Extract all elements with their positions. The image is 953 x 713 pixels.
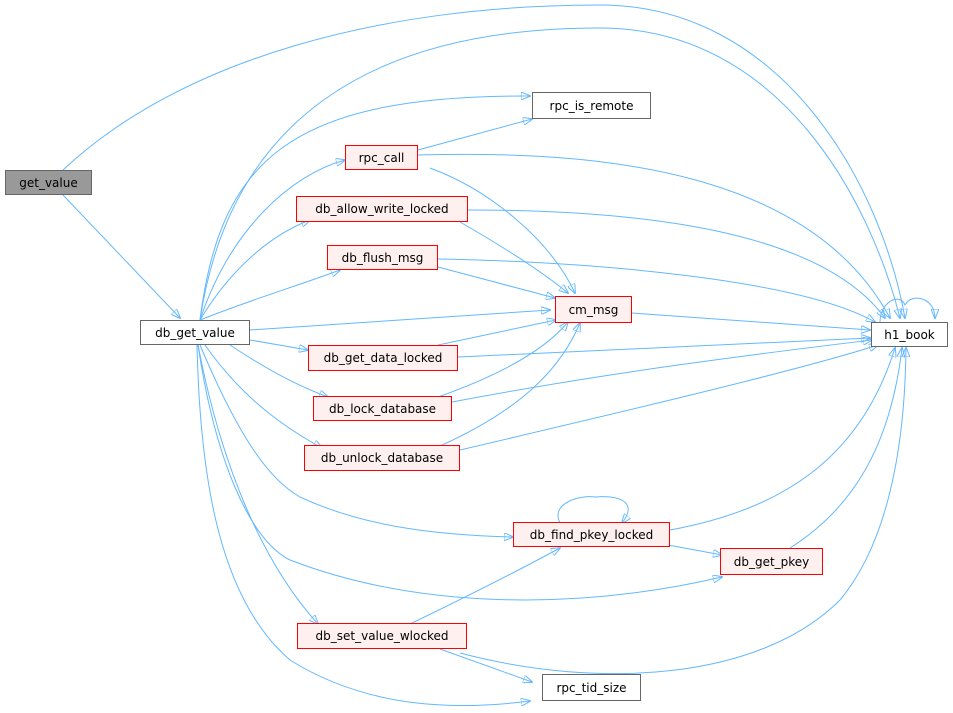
node-db_lock_database[interactable]: db_lock_database [313, 396, 452, 421]
node-rpc_tid_size[interactable]: rpc_tid_size [542, 674, 641, 701]
edge-db_get_value-cm_msg [249, 310, 550, 331]
edge-db_get_value-db_get_pkey [197, 344, 722, 601]
node-label: rpc_is_remote [549, 98, 634, 113]
edge-get_value-h1_book [62, 4, 905, 318]
node-label: get_value [19, 175, 78, 190]
edge-rpc_call-rpc_is_remote [417, 119, 532, 151]
edge-rpc_call-h1_book [417, 153, 890, 318]
edge-db_set_value_wlocked-rpc_tid_size [439, 648, 532, 682]
node-label: cm_msg [568, 302, 619, 317]
edge-db_find_pkey_locked-db_get_pkey [667, 544, 722, 555]
edge-db_flush_msg-cm_msg [437, 266, 555, 298]
node-label: rpc_tid_size [556, 680, 627, 695]
node-db_get_pkey[interactable]: db_get_pkey [720, 548, 823, 575]
edge-rpc_call-cm_msg [429, 167, 575, 293]
edge-db_get_value-rpc_call [199, 160, 345, 321]
node-db_flush_msg[interactable]: db_flush_msg [327, 245, 438, 270]
edge-cm_msg-h1_book [631, 312, 870, 330]
edge-db_unlock_database-h1_book [459, 345, 878, 451]
node-rpc_call[interactable]: rpc_call [345, 145, 418, 170]
node-rpc_is_remote[interactable]: rpc_is_remote [532, 92, 651, 119]
edge-db_get_value-db_flush_msg [199, 270, 340, 321]
edge-db_get_value-db_allow_write_locked [199, 220, 310, 321]
edge-db_unlock_database-cm_msg [439, 323, 580, 447]
edge-db_lock_database-h1_book [451, 340, 872, 403]
node-get_value: get_value [5, 170, 92, 195]
node-label: db_allow_write_locked [315, 202, 449, 216]
edge-get_value-db_get_value [62, 194, 180, 318]
node-db_find_pkey_locked[interactable]: db_find_pkey_locked [513, 522, 670, 547]
edge-db_set_value_wlocked-db_find_pkey_locked [409, 548, 560, 625]
edge-db_lock_database-cm_msg [437, 322, 568, 398]
edge-db_get_value-h1_book-top [199, 27, 900, 321]
edge-db_get_pkey-h1_book [789, 348, 902, 549]
edge-db_get_value-rpc_tid_size [196, 344, 530, 706]
node-cm_msg[interactable]: cm_msg [555, 296, 632, 323]
node-label: db_set_value_wlocked [315, 629, 449, 643]
node-label: db_flush_msg [341, 250, 424, 265]
edge-db_get_value-db_set_value_wlocked [197, 344, 318, 624]
edge-db_get_value-db_get_data_locked [249, 339, 308, 350]
edge-db_find_pkey_locked-h1_book [669, 348, 895, 531]
edge-db_find_pkey_locked-self [557, 496, 628, 523]
node-label: rpc_call [358, 150, 405, 165]
node-label: db_unlock_database [320, 451, 444, 465]
node-label: h1_book [884, 327, 935, 342]
edge-db_get_data_locked-h1_book [457, 338, 870, 358]
node-label: db_get_value [155, 325, 235, 340]
edge-db_get_data_locked-cm_msg [437, 320, 556, 346]
edge-db_get_value-db_find_pkey_locked [199, 344, 513, 537]
node-label: db_get_data_locked [323, 351, 443, 365]
node-db_unlock_database[interactable]: db_unlock_database [304, 445, 460, 471]
node-h1_book[interactable]: h1_book [871, 322, 948, 347]
edge-db_flush_msg-h1_book [437, 258, 875, 322]
edge-db_get_value-rpc_is_remote [199, 96, 530, 321]
edge-db_set_value_wlocked-h1_book [459, 348, 906, 675]
node-db_get_value[interactable]: db_get_value [140, 320, 250, 345]
node-label: db_find_pkey_locked [529, 527, 654, 542]
edge-db_get_value-db_unlock_database [204, 344, 322, 448]
node-label: db_get_pkey [733, 554, 810, 569]
node-db_allow_write_locked[interactable]: db_allow_write_locked [296, 196, 468, 222]
edge-db_get_value-db_lock_database [229, 344, 328, 397]
node-db_set_value_wlocked[interactable]: db_set_value_wlocked [297, 623, 467, 649]
edge-db_allow_write_locked-h1_book [467, 209, 885, 318]
node-label: db_lock_database [328, 401, 437, 416]
node-db_get_data_locked[interactable]: db_get_data_locked [308, 345, 458, 371]
edge-db_allow_write_locked-cm_msg [459, 221, 568, 293]
edge-h1_book-self [879, 297, 935, 323]
